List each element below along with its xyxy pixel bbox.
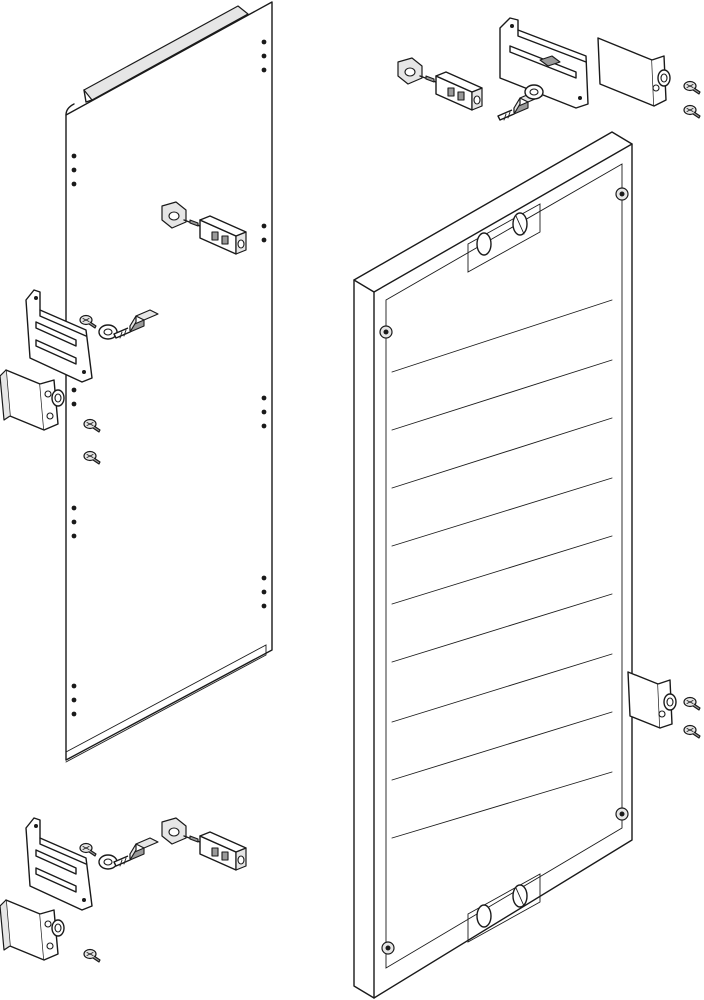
screw-6 <box>683 80 701 95</box>
front-cover-fasteners <box>379 187 629 955</box>
washer-3 <box>524 84 544 100</box>
bolt-2 <box>113 837 159 867</box>
hinge-bracket-2 <box>25 817 93 911</box>
hinge-leaf-4 <box>627 671 677 729</box>
hinge-leaf-2 <box>0 899 65 961</box>
mounting-plate-holes-right <box>261 39 267 609</box>
hinge-leaf-1 <box>0 369 65 431</box>
front-cover <box>353 131 633 999</box>
mounting-plate <box>65 1 273 763</box>
latch-block-2 <box>161 817 247 871</box>
hinge-leaf-3 <box>597 37 671 107</box>
washer-1 <box>98 324 118 340</box>
screw-9 <box>683 724 701 739</box>
screw-8 <box>683 696 701 711</box>
front-cover-top-clips <box>467 203 541 273</box>
screw-4 <box>79 842 97 857</box>
front-cover-rails <box>391 299 613 839</box>
screw-7 <box>683 104 701 119</box>
mounting-plate-holes-left <box>71 153 77 717</box>
hinge-bracket-3 <box>499 17 589 109</box>
front-cover-bottom-clips <box>467 873 541 943</box>
screw-5 <box>83 948 101 963</box>
latch-block-3 <box>397 57 483 111</box>
